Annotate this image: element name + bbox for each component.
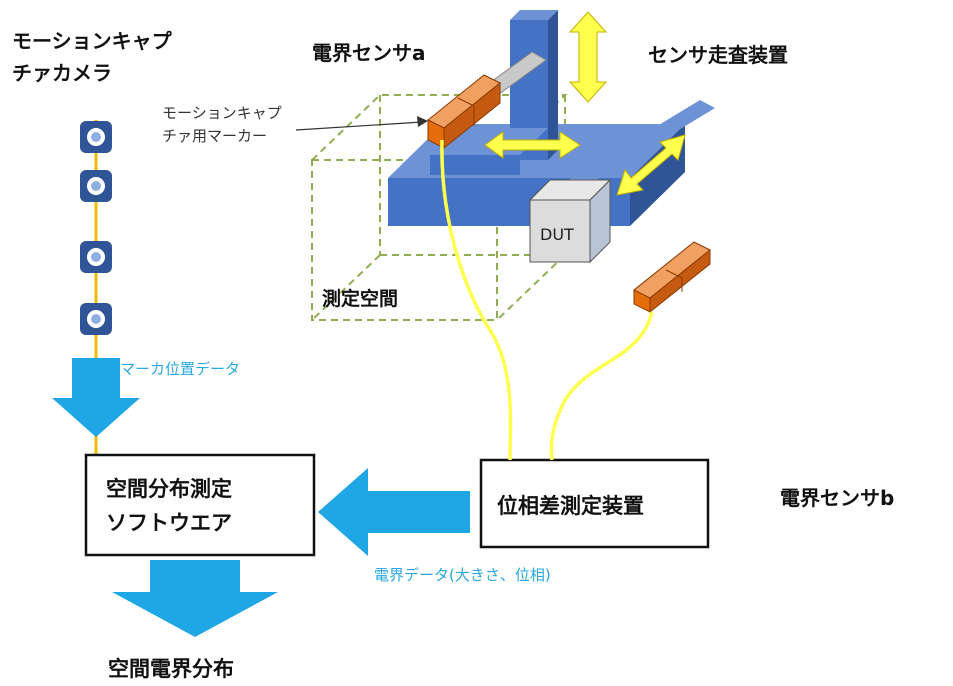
dut-label: DUT — [540, 225, 574, 244]
motion-capture-camera-1-icon — [80, 121, 112, 153]
output-arrow — [112, 560, 278, 637]
software-label-line2: ソフトウエア — [106, 511, 232, 535]
vertical-motion-arrow — [568, 11, 608, 103]
scanner-side-beam — [560, 100, 715, 193]
sensor-a-label: 電界センサa — [312, 41, 426, 65]
field-data-arrow — [318, 468, 470, 556]
marker-callout-arrowhead — [417, 116, 428, 127]
camera-label-line1: モーションキャプ — [12, 29, 173, 53]
marker-data-label: マーカ位置データ — [120, 360, 240, 378]
dut-cube — [528, 178, 612, 264]
measurement-space-label: 測定空間 — [322, 287, 398, 310]
depth-motion-arrow — [616, 134, 686, 196]
software-label-line1: 空間分布測定 — [106, 477, 232, 501]
sensor-a-block — [427, 74, 501, 150]
sensor-b-block — [633, 241, 711, 314]
sensor-a-cable — [440, 139, 513, 461]
scanner-label: センサ走査装置 — [648, 43, 788, 67]
motion-capture-camera-4-icon — [80, 303, 112, 335]
marker-label-line2: チァ用マーカー — [162, 127, 267, 145]
marker-label-line1: モーションキャプ — [162, 104, 282, 122]
sensor-b-cable — [549, 311, 654, 461]
motion-capture-camera-3-icon — [80, 241, 112, 273]
marker-callout-line — [295, 121, 423, 131]
sensor-b-label: 電界センサb — [780, 486, 894, 510]
motion-capture-camera-2-icon — [80, 170, 112, 202]
horizontal-motion-arrow — [484, 131, 581, 159]
marker-data-arrow — [52, 358, 140, 437]
software-box — [84, 453, 316, 557]
field-data-label: 電界データ(大きさ、位相) — [374, 566, 551, 584]
phase-device-box — [479, 458, 710, 549]
camera-label-line2: チァカメラ — [12, 61, 112, 85]
phase-device-label: 位相差測定装置 — [497, 494, 644, 518]
output-label: 空間電界分布 — [108, 657, 234, 681]
